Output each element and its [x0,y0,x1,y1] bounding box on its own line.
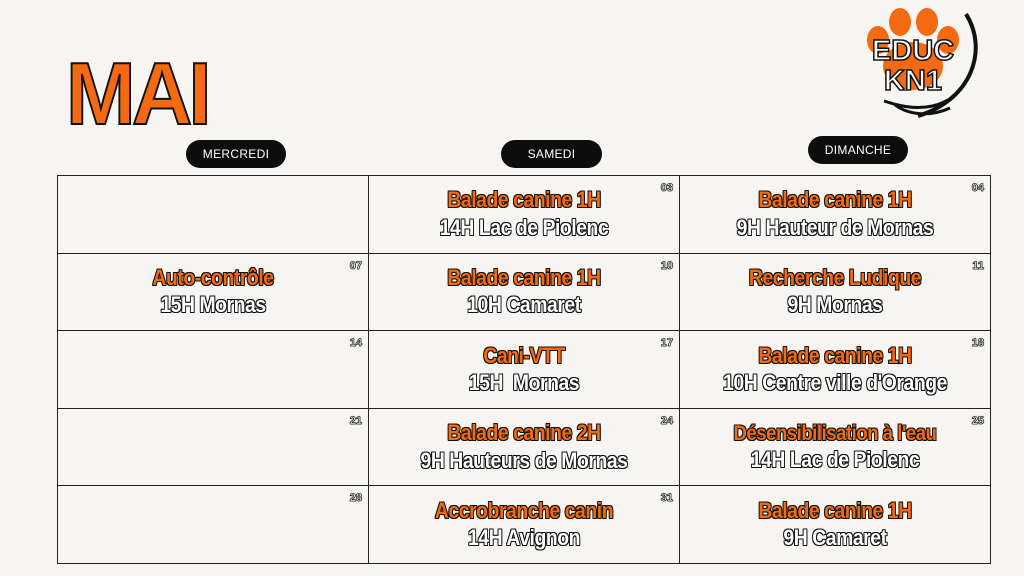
event-detail: 9H Hauteur de Mornas [736,214,934,240]
day-number: 25 [971,414,984,427]
event-title: Cani-VTT [483,342,565,368]
calendar-cell: 21 [57,407,369,487]
event-detail: 15H Mornas [160,292,266,318]
day-number: 18 [971,337,984,350]
event-detail: 14H Lac de Piolenc [750,446,920,472]
event-detail: 9H Hauteurs de Mornas [420,447,628,473]
day-number: 11 [972,259,984,272]
event-detail: 14H Lac de Piolenc [439,214,609,240]
calendar-cell: 14 [57,330,369,409]
day-number: 28 [349,492,362,505]
event-detail: 14H Avignon [467,525,581,551]
event-detail: 10H Camaret [467,292,581,318]
day-number: 07 [349,259,362,272]
paw-logo-icon [867,8,978,118]
calendar-cell [57,175,369,254]
day-number: 10 [660,259,673,272]
event-title: Balade canine 1H [447,264,601,290]
event-title: Auto-contrôle [152,264,274,290]
calendar-cell: 28 [57,485,369,564]
event-title: Désensibilisation à l'eau [733,421,937,445]
event-title: Balade canine 1H [447,187,601,213]
month-title: MAI [65,44,213,143]
event-title: Balade canine 1H [758,187,912,213]
day-number: 24 [660,414,673,427]
event-title: Balade canine 2H [447,420,601,446]
column-header-mercredi: MERCREDI [186,140,286,168]
day-number: 17 [660,337,673,350]
event-title: Recherche Ludique [748,264,922,290]
day-number: 14 [349,337,362,350]
event-detail: 15H Mornas [468,369,580,395]
column-header-samedi: SAMEDI [501,140,602,168]
educkn1-logo: EDUC KN1 [848,4,978,128]
event-title: Accrobranche canin [434,497,614,523]
event-detail: 10H Centre ville d'Orange [723,369,947,395]
day-number: 04 [971,182,984,195]
event-title: Balade canine 1H [758,497,912,523]
event-title: Balade canine 1H [758,342,912,368]
day-number: 03 [660,182,673,195]
event-detail: 9H Camaret [783,525,887,551]
logo-text-educ: EDUC [871,35,955,67]
day-number: 31 [660,492,673,505]
event-detail: 9H Mornas [787,292,883,318]
logo-text-kn1: KN1 [883,65,943,97]
column-header-dimanche: DIMANCHE [808,136,908,164]
day-number: 21 [349,414,362,427]
